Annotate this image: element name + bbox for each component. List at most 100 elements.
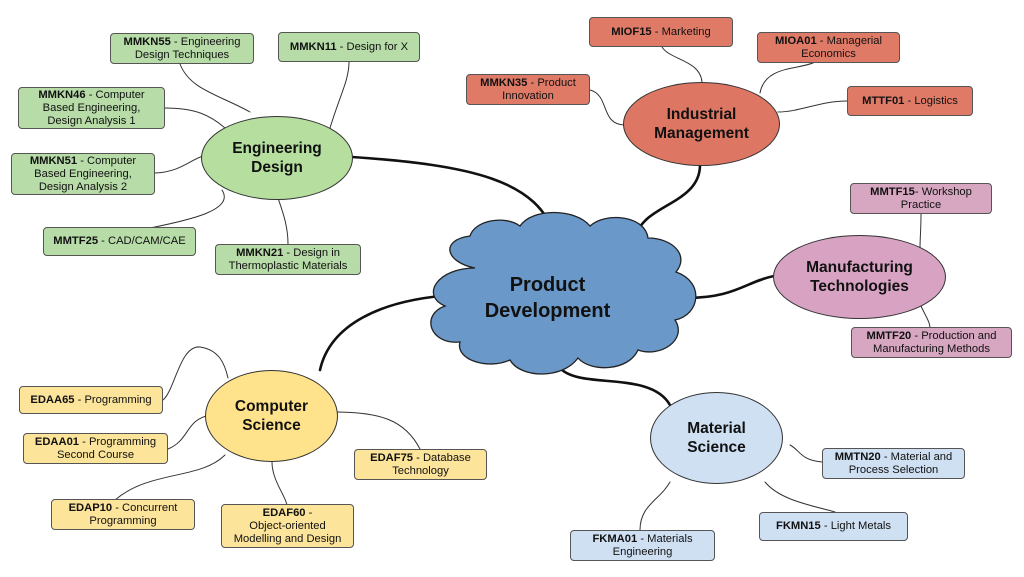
hub-manufacturing-line2: Technologies	[810, 278, 909, 295]
course-text: - Production and	[911, 329, 997, 342]
hub-engineering-line2: Design	[251, 159, 303, 176]
course-text: - Computer	[77, 154, 137, 167]
course-text: - Materials	[637, 532, 693, 545]
course-text: Design Analysis 1	[47, 114, 136, 127]
link-edaf60	[271, 461, 288, 506]
link-center-industrial	[634, 163, 702, 240]
link-edaa65	[162, 346, 229, 401]
link-edaf75	[334, 411, 421, 450]
link-mmkn46	[164, 107, 226, 129]
course-text: Modelling and Design	[233, 532, 342, 545]
course-text: Based Engineering,	[42, 101, 141, 114]
link-mioa01	[759, 61, 816, 94]
center-cloud-shape	[430, 211, 697, 375]
course-text: - Product	[527, 76, 576, 89]
course-code: MIOA01	[775, 34, 817, 47]
link-center-material	[558, 366, 672, 407]
course-code: MMKN46	[38, 88, 86, 101]
course-text: Second Course	[56, 448, 135, 461]
course-code: MMKN55	[123, 35, 171, 48]
course-text: Based Engineering,	[34, 167, 132, 180]
hub-engineering-line1: Engineering	[232, 140, 322, 157]
course-text: - Logistics	[904, 94, 958, 107]
course-text: Process Selection	[848, 463, 939, 476]
course-code: MMKN11	[289, 40, 337, 53]
course-text: Manufacturing Methods	[873, 342, 990, 355]
link-mmtf25	[149, 189, 225, 229]
course-mmkn11: MMKN11 - Design for X	[278, 32, 420, 62]
hub-material-line1: Material	[687, 420, 746, 437]
course-code: EDAF60	[262, 506, 306, 519]
course-code: EDAA01	[34, 435, 80, 448]
course-text: Design Techniques	[134, 48, 230, 61]
course-text: Programming	[89, 514, 157, 527]
course-text: Economics	[801, 47, 856, 60]
hub-computer-line1: Computer	[234, 398, 309, 415]
course-code: MMTN20	[834, 450, 881, 463]
course-text: - Computer	[85, 88, 145, 101]
link-center-computer	[318, 293, 454, 372]
course-mmtf25: MMTF25 - CAD/CAM/CAE	[43, 227, 196, 256]
course-code: EDAA65	[30, 393, 75, 406]
link-mmkn51	[154, 155, 204, 174]
course-text: - Workshop	[914, 185, 972, 198]
course-text: - CAD/CAM/CAE	[98, 235, 186, 247]
link-edaa01	[167, 414, 211, 450]
link-miof15	[661, 46, 703, 83]
hub-manufacturing-line1: Manufacturing	[806, 259, 913, 276]
course-text: - Programming	[74, 393, 152, 406]
course-text: - Design for X	[336, 40, 409, 53]
course-text: - Concurrent	[112, 501, 178, 514]
course-text: Engineering	[612, 545, 673, 558]
center-line-1: Product	[509, 274, 586, 296]
course-text: - Managerial	[816, 34, 882, 47]
link-mmkn55	[179, 63, 251, 113]
course-text: Technology	[392, 464, 449, 477]
link-edap10	[114, 454, 226, 501]
course-code: MMTF25	[53, 235, 99, 247]
course-code: FKMA01	[592, 532, 638, 545]
center-line-2: Development	[484, 300, 611, 322]
link-mmkn21	[277, 197, 289, 245]
course-edaa65: EDAA65 - Programming	[19, 386, 163, 414]
link-mmkn35	[589, 89, 626, 126]
course-fkmn15: FKMN15 - Light Metals	[759, 512, 908, 541]
course-text: Innovation	[502, 89, 554, 102]
course-code: EDAF75	[370, 451, 414, 464]
link-fkmn15	[764, 481, 836, 513]
course-text: Thermoplastic Materials	[228, 259, 348, 272]
hub-industrial-line2: Management	[654, 125, 749, 142]
course-code: EDAP10	[68, 501, 113, 514]
course-code: MMKN21	[236, 246, 284, 259]
course-mttf01: MTTF01 - Logistics	[847, 86, 973, 116]
course-code: FKMN15	[775, 520, 821, 532]
course-text: -	[305, 506, 313, 519]
hub-material-line2: Science	[687, 439, 746, 456]
course-text: - Programming	[79, 435, 157, 448]
course-text: - Marketing	[651, 25, 711, 38]
course-text: Practice	[900, 198, 942, 211]
link-center-manufacturing	[684, 274, 776, 300]
hub-computer-line2: Science	[242, 417, 301, 434]
link-mmtf15	[919, 213, 922, 249]
